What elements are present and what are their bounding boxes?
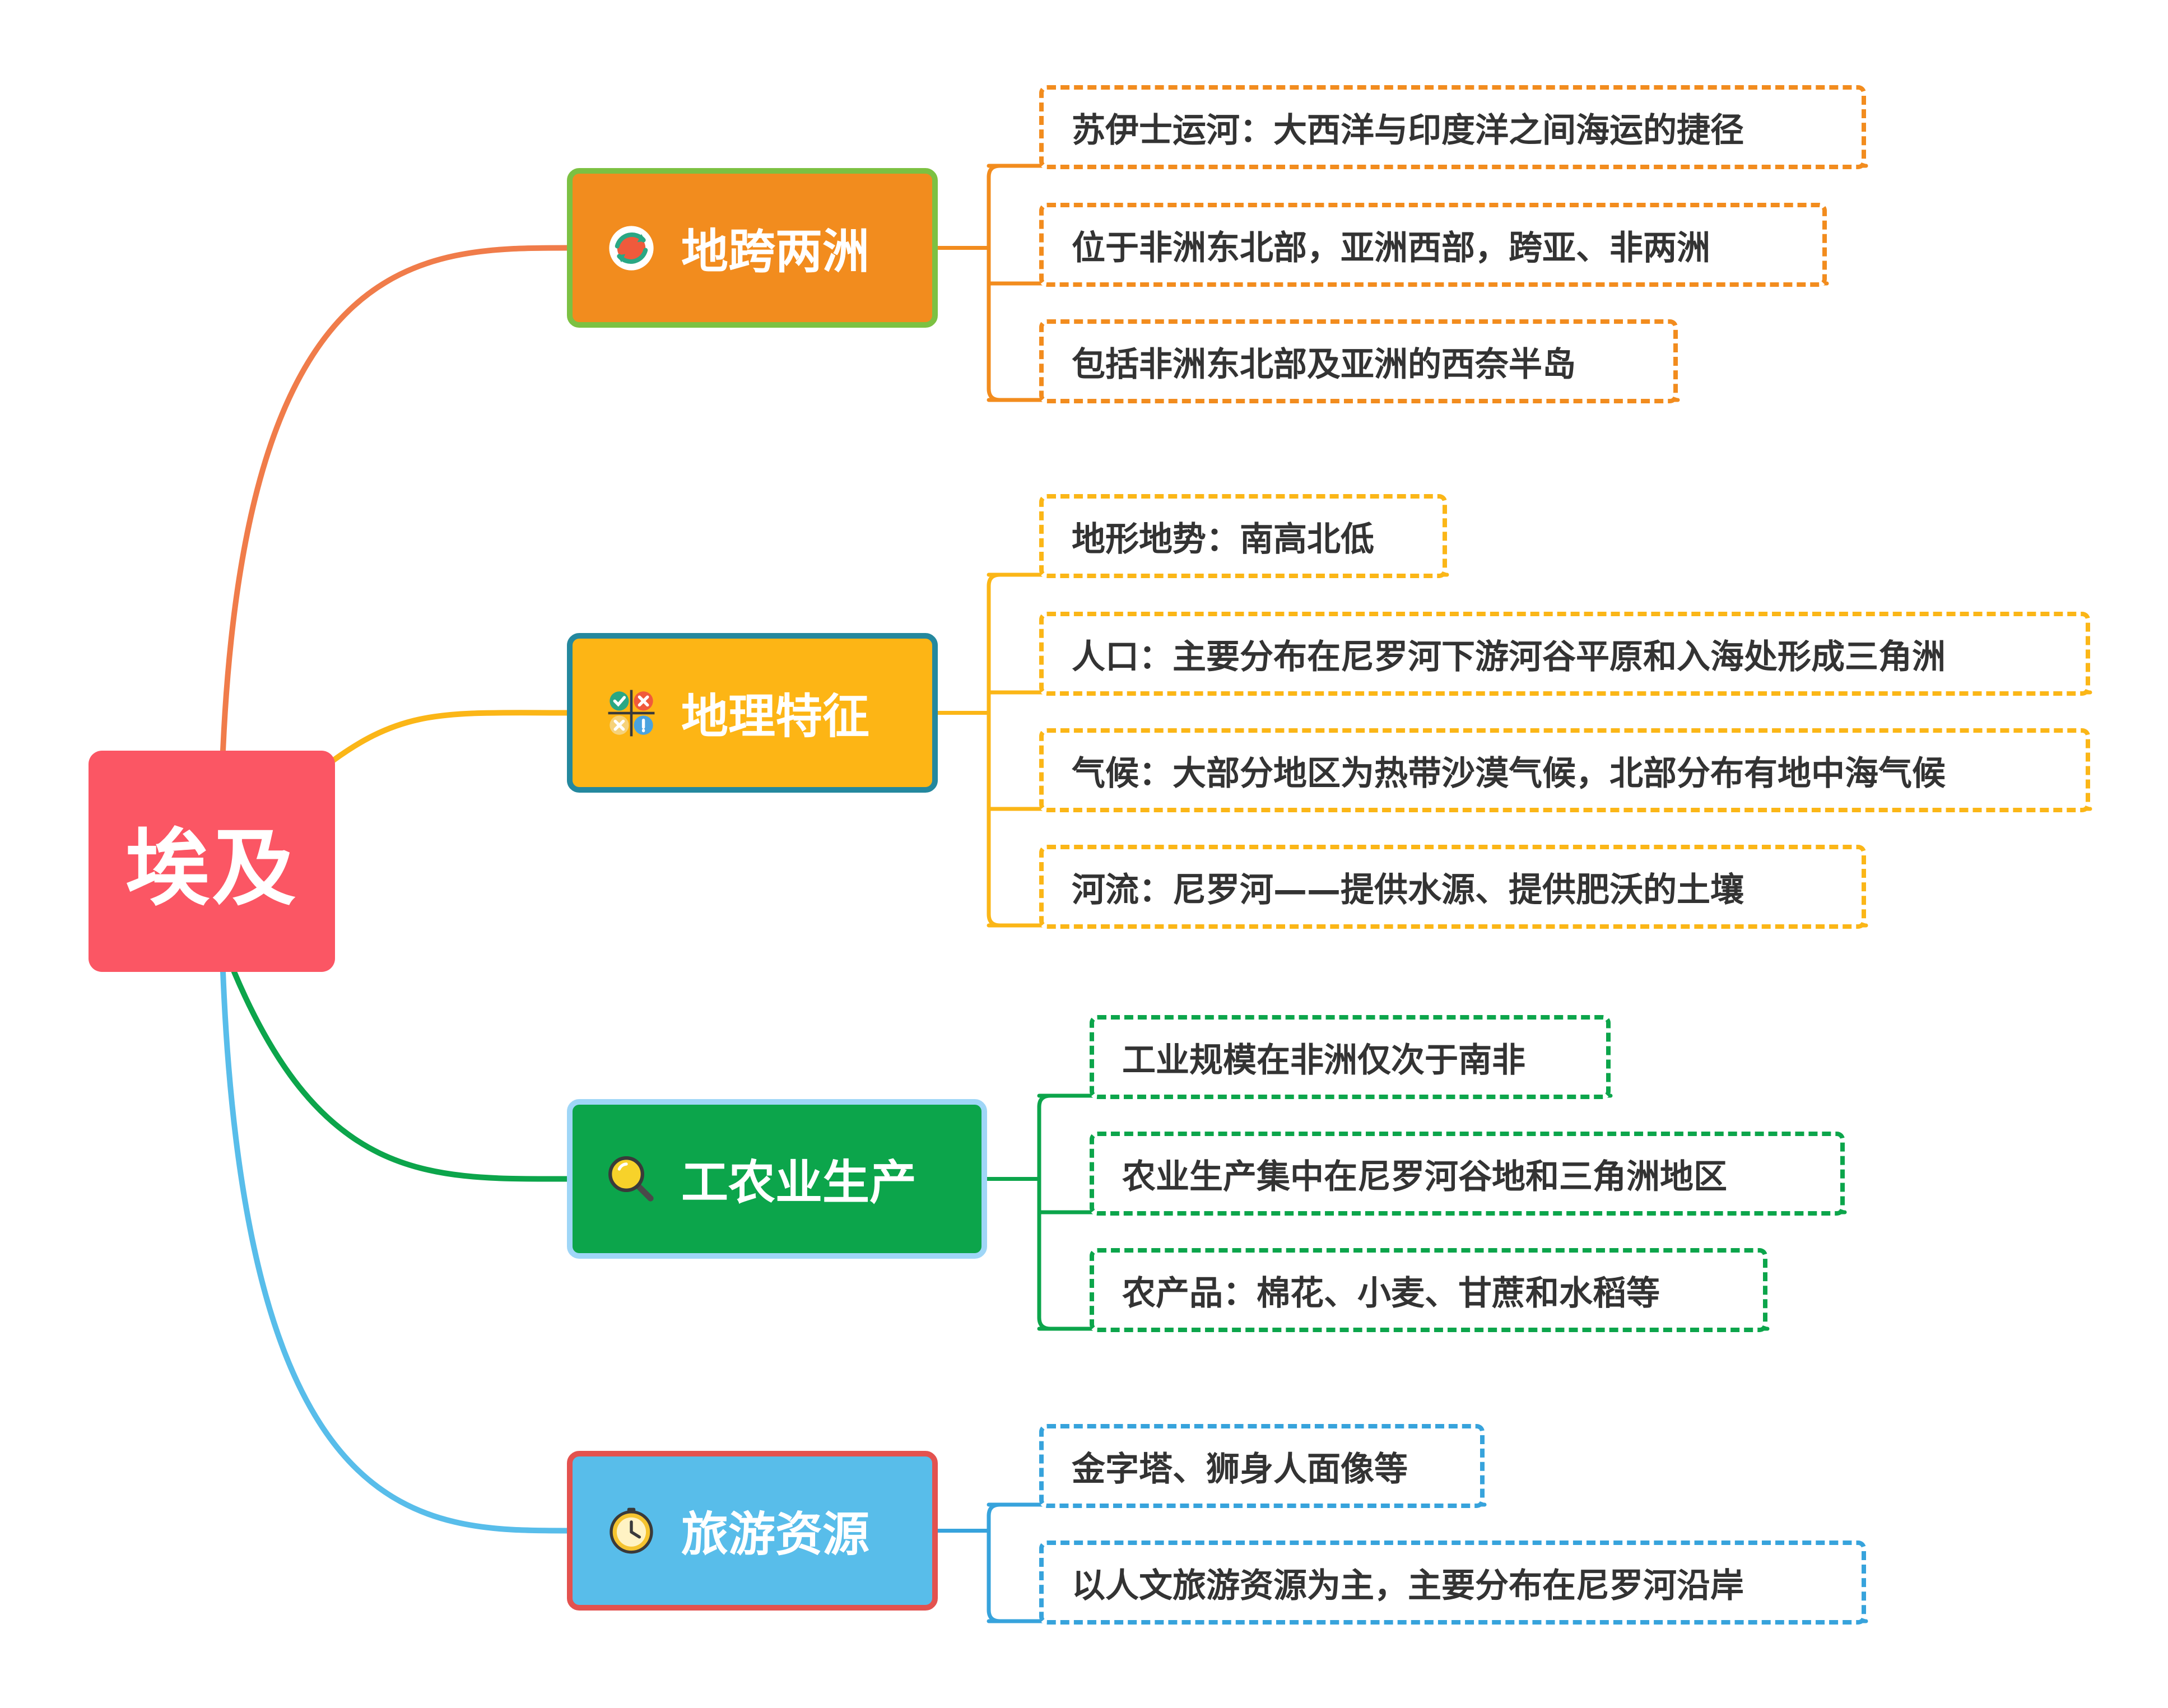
connector-root-to-topic (321, 710, 570, 770)
central-topic[interactable]: 埃及 (89, 751, 335, 972)
connector-bracket (987, 1514, 1002, 1623)
connector-root-to-topic (220, 245, 570, 753)
connector-root-to-topic (220, 969, 570, 1534)
connector-bracket (987, 175, 1002, 402)
leaf-location[interactable]: 位于非洲东北部，亚洲西部，跨亚、非两洲 (1039, 203, 1827, 287)
leaf-label: 苏伊士运河：大西洋与印度洋之间海运的捷径 (1072, 110, 1744, 150)
leaf-label: 以人文旅游资源为主，主要分布在尼罗河沿岸 (1072, 1566, 1744, 1605)
leaf-suez-canal[interactable]: 苏伊士运河：大西洋与印度洋之间海运的捷径 (1039, 85, 1866, 169)
leaf-pyramids[interactable]: 金字塔、狮身人面像等 (1039, 1424, 1485, 1508)
leaf-sinai[interactable]: 包括非洲东北部及亚洲的西奈半岛 (1039, 319, 1678, 403)
leaf-label: 位于非洲东北部，亚洲西部，跨亚、非两洲 (1072, 228, 1710, 268)
connector-bracket (987, 584, 1002, 928)
topic-industry-agriculture[interactable]: 工农业生产 (567, 1099, 987, 1259)
topic-label: 地跨两洲 (681, 224, 870, 279)
topic-label: 工农业生产 (681, 1155, 917, 1210)
leaf-agriculture-area[interactable]: 农业生产集中在尼罗河谷地和三角洲地区 (1090, 1132, 1845, 1216)
magnifier-icon (608, 1156, 654, 1202)
leaf-label: 农业生产集中在尼罗河谷地和三角洲地区 (1122, 1157, 1727, 1197)
leaf-river[interactable]: 河流：尼罗河——提供水源、提供肥沃的土壤 (1039, 845, 1866, 929)
connector-bracket (1037, 1105, 1053, 1331)
leaf-label: 工业规模在非洲仅次于南非 (1122, 1040, 1525, 1080)
leaf-label: 地形地势：南高北低 (1072, 519, 1374, 559)
topic-tourism[interactable]: 旅游资源 (567, 1451, 938, 1611)
leaf-climate[interactable]: 气候：大部分地区为热带沙漠气候，北部分布有地中海气候 (1039, 728, 2090, 812)
leaf-industry-scale[interactable]: 工业规模在非洲仅次于南非 (1090, 1015, 1611, 1099)
refresh-icon (609, 225, 654, 271)
topic-label: 地理特征 (681, 689, 870, 744)
leaf-label: 包括非洲东北部及亚洲的西奈半岛 (1072, 345, 1576, 384)
topic-cross-continents[interactable]: 地跨两洲 (567, 168, 938, 328)
leaf-label: 农产品：棉花、小麦、甘蔗和水稻等 (1122, 1273, 1660, 1313)
leaf-cultural-tourism[interactable]: 以人文旅游资源为主，主要分布在尼罗河沿岸 (1039, 1541, 1866, 1625)
leaf-terrain[interactable]: 地形地势：南高北低 (1039, 494, 1447, 578)
leaf-agricultural-products[interactable]: 农产品：棉花、小麦、甘蔗和水稻等 (1090, 1248, 1767, 1332)
leaf-label: 金字塔、狮身人面像等 (1072, 1449, 1408, 1489)
connector-root-to-topic (231, 969, 570, 1182)
leaf-label: 气候：大部分地区为热带沙漠气候，北部分布有地中海气候 (1072, 753, 1946, 793)
checklist-grid-icon (608, 690, 655, 736)
leaf-population[interactable]: 人口：主要分布在尼罗河下游河谷平原和入海处形成三角洲 (1039, 612, 2090, 696)
central-topic-label: 埃及 (125, 820, 298, 918)
leaf-label: 人口：主要分布在尼罗河下游河谷平原和入海处形成三角洲 (1072, 637, 1946, 677)
clock-icon (610, 1507, 653, 1553)
leaf-label: 河流：尼罗河——提供水源、提供肥沃的土壤 (1072, 870, 1744, 910)
topic-geography[interactable]: 地理特征 (567, 633, 938, 793)
topic-label: 旅游资源 (681, 1507, 870, 1562)
